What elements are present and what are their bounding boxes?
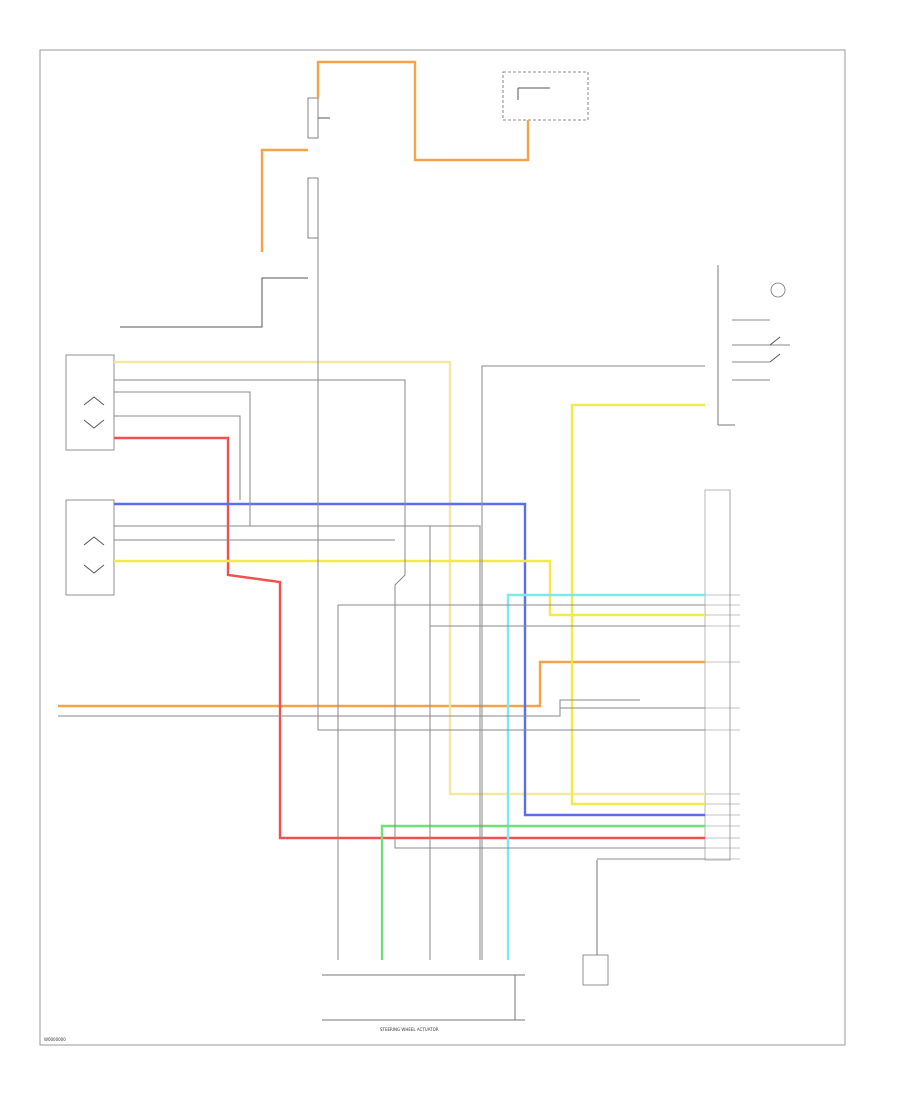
bottom-right-switch bbox=[582, 860, 609, 986]
wire-blue bbox=[114, 502, 705, 817]
right-switch-module bbox=[717, 265, 790, 426]
wire-orange-top bbox=[316, 60, 530, 162]
wire-cyan bbox=[506, 593, 705, 960]
wire-green bbox=[380, 824, 705, 960]
diagram-border bbox=[39, 49, 846, 1046]
wire-gray-group bbox=[58, 238, 705, 960]
wire-red bbox=[114, 436, 705, 840]
wire-yellow-pale bbox=[114, 360, 705, 796]
actuator-title: STEERING WHEEL ACTUATOR bbox=[380, 1027, 439, 1032]
actuator-box bbox=[322, 974, 525, 1021]
wire-orange-mid bbox=[58, 660, 705, 708]
left-switch-module-lower bbox=[65, 499, 115, 596]
left-switch-module-upper bbox=[65, 354, 115, 451]
top-control-module bbox=[502, 71, 589, 121]
connector-pins bbox=[705, 594, 740, 860]
wire-black-ground bbox=[120, 277, 308, 328]
diagram-labels: W0000000 STEERING WHEEL ACTUATOR bbox=[44, 1027, 439, 1042]
wire-yellow-lower bbox=[114, 559, 705, 617]
right-connector-block bbox=[704, 489, 731, 861]
footer-code: W0000000 bbox=[44, 1037, 66, 1042]
wire-orange-left bbox=[260, 148, 308, 252]
relay-top bbox=[307, 97, 330, 239]
